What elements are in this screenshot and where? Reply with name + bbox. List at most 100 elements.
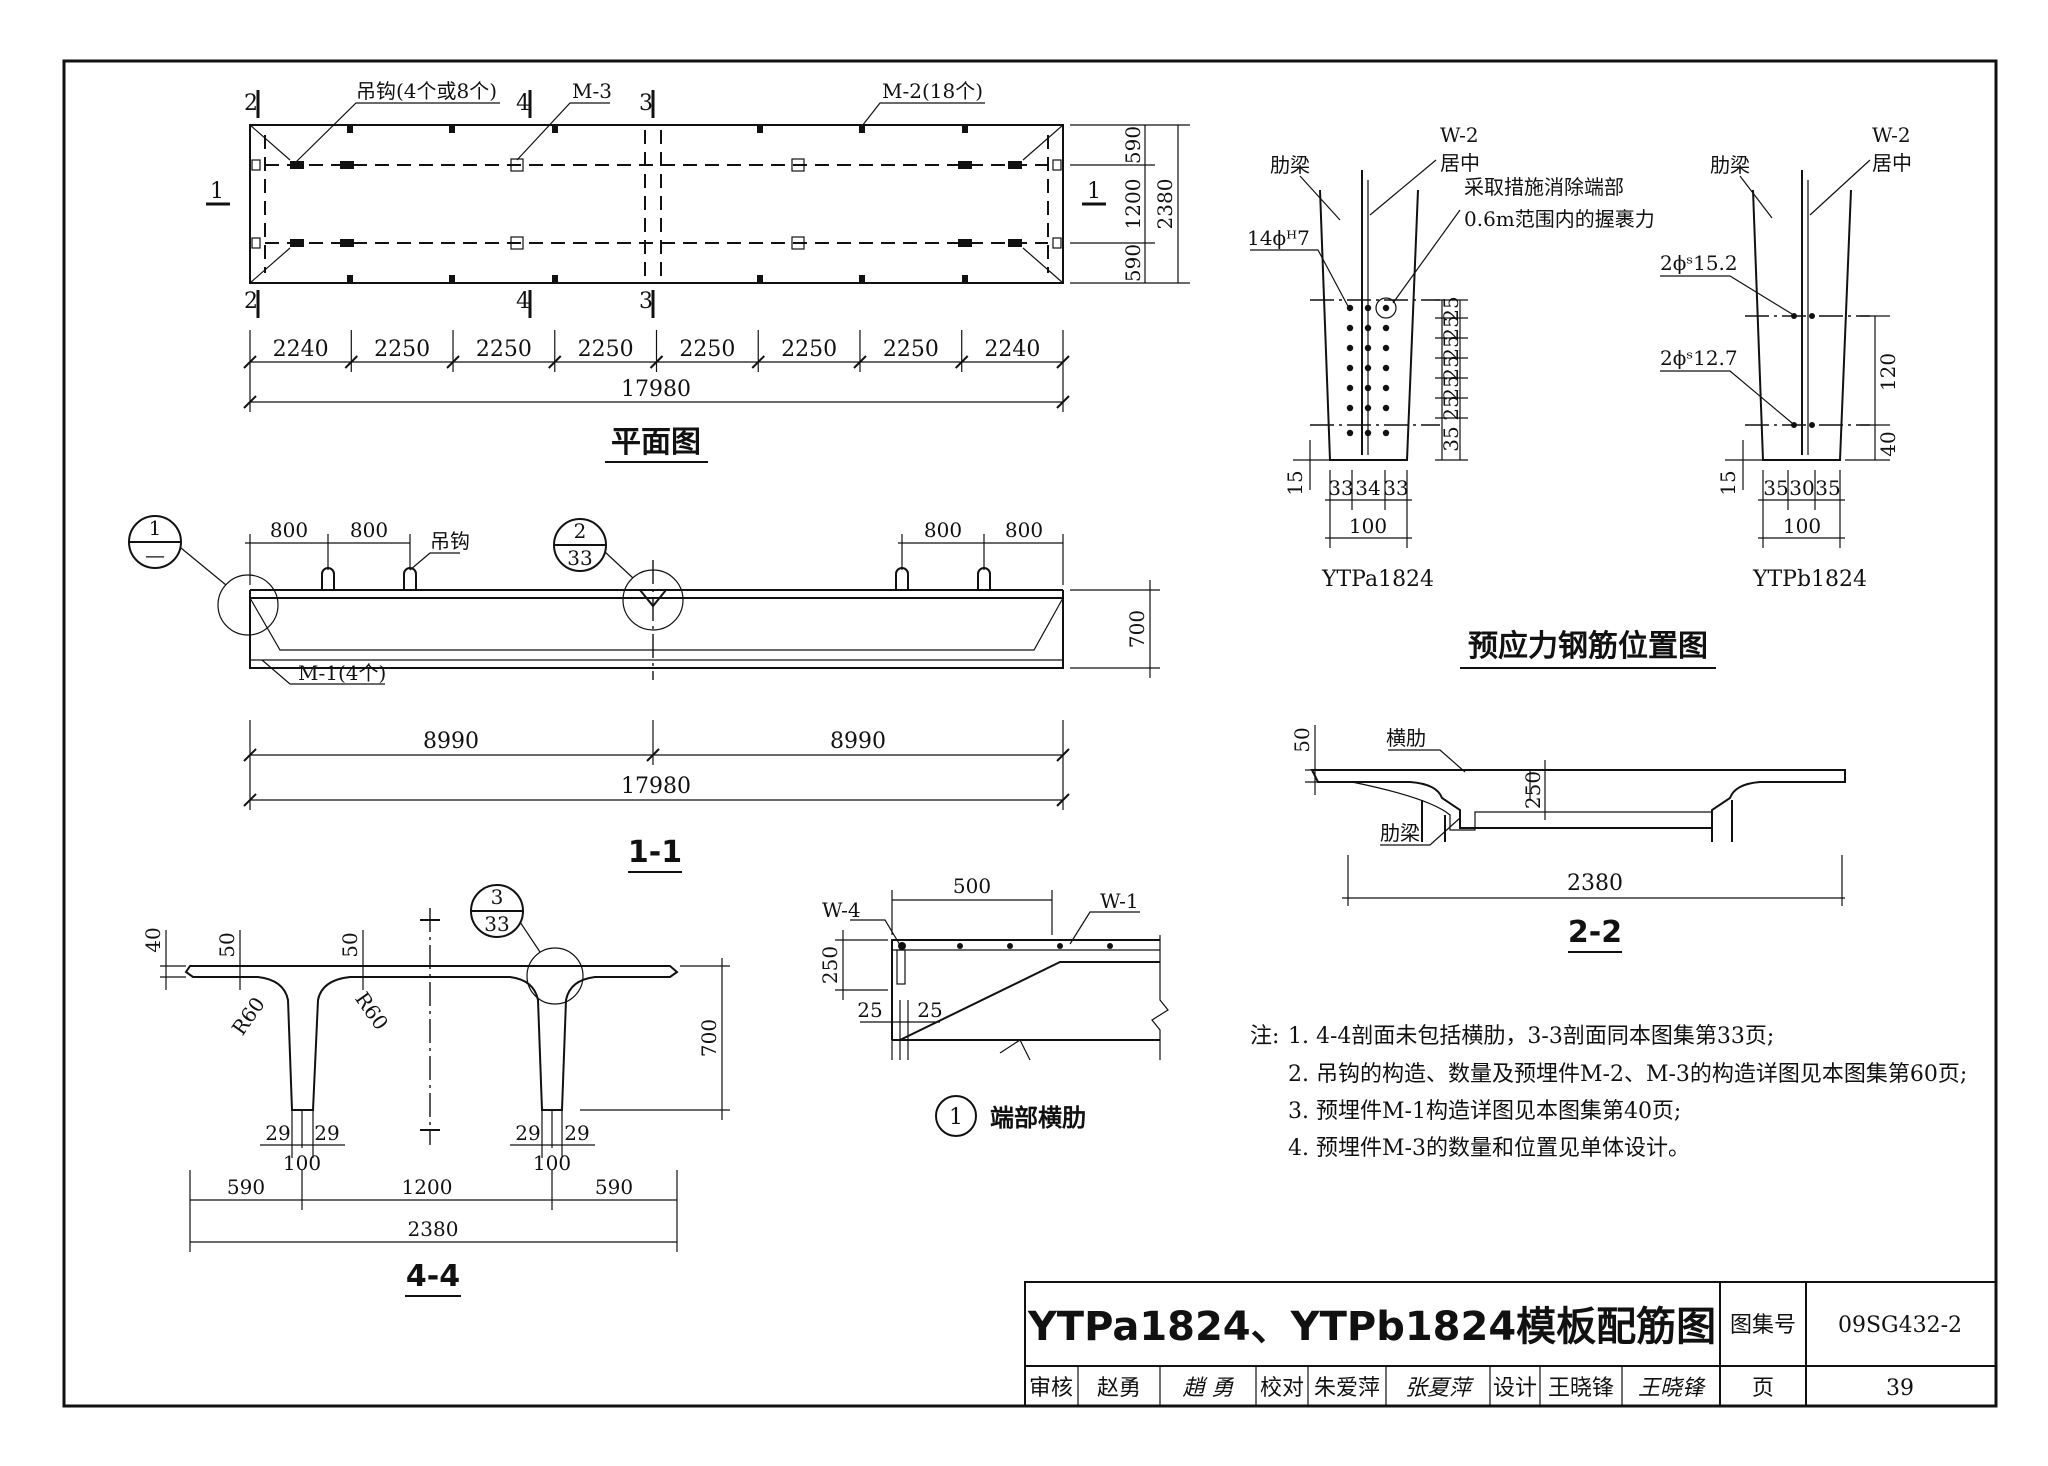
svg-text:2: 2 bbox=[244, 289, 258, 314]
plan-dim-3: 2250 bbox=[476, 337, 532, 362]
prestress-title: 预应力钢筋位置图 bbox=[1468, 629, 1708, 664]
svg-text:800: 800 bbox=[350, 518, 388, 542]
svg-text:33: 33 bbox=[484, 912, 509, 936]
page-number: 39 bbox=[1886, 1376, 1914, 1401]
svg-text:35: 35 bbox=[1763, 476, 1788, 500]
note-4: 4. 预埋件M-3的数量和位置见单体设计。 bbox=[1288, 1136, 1690, 1161]
reviewer-signature: 趙 勇 bbox=[1183, 1376, 1235, 1401]
svg-text:35: 35 bbox=[1815, 476, 1840, 500]
plan-view: 2 2 4 4 3 3 1 1 吊钩(4个或8个) M-3 M-2(18个) 2… bbox=[206, 79, 1190, 463]
svg-text:W-4: W-4 bbox=[822, 898, 861, 922]
title-block: YTPa1824、YTPb1824模板配筋图 图集号 09SG432-2 审核 … bbox=[1024, 1281, 1997, 1407]
svg-text:590: 590 bbox=[1121, 244, 1145, 282]
plan-dim-8: 2240 bbox=[984, 337, 1040, 362]
svg-text:800: 800 bbox=[270, 518, 308, 542]
drawing-title: YTPa1824、YTPb1824模板配筋图 bbox=[1027, 1304, 1716, 1350]
svg-text:赵勇: 赵勇 bbox=[1097, 1376, 1141, 1401]
svg-text:1: 1 bbox=[949, 1105, 963, 1130]
ytpa-vdim-3: 25 bbox=[1439, 335, 1463, 360]
ytpa-vdim-6: 25 bbox=[1439, 395, 1463, 420]
plan-dim-7: 2250 bbox=[883, 337, 939, 362]
svg-text:3: 3 bbox=[491, 885, 504, 909]
svg-text:2ϕˢ12.7: 2ϕˢ12.7 bbox=[1660, 346, 1738, 370]
svg-text:1: 1 bbox=[1087, 179, 1101, 204]
svg-text:朱爱萍: 朱爱萍 bbox=[1314, 1376, 1380, 1401]
plan-dim-2: 2250 bbox=[374, 337, 430, 362]
svg-text:M-1(4个): M-1(4个) bbox=[298, 661, 386, 685]
svg-text:横肋: 横肋 bbox=[1386, 726, 1426, 750]
svg-text:采取措施消除端部: 采取措施消除端部 bbox=[1464, 175, 1624, 199]
svg-text:8990: 8990 bbox=[830, 729, 886, 754]
prestress-ytpb1824: 肋梁 W-2 居中 2ϕˢ15.2 2ϕˢ12.7 120 40 15 35 3… bbox=[1460, 123, 1912, 669]
svg-text:8990: 8990 bbox=[423, 729, 479, 754]
svg-text:王晓锋: 王晓锋 bbox=[1548, 1376, 1614, 1401]
svg-text:14ϕᴴ7: 14ϕᴴ7 bbox=[1247, 226, 1310, 250]
svg-text:590: 590 bbox=[595, 1175, 633, 1199]
prestress-ytpa1824: 肋梁 W-2 居中 14ϕᴴ7 采取措施消除端部 0.6m范围内的握裹力 252… bbox=[1247, 123, 1655, 592]
svg-text:590: 590 bbox=[1121, 126, 1145, 164]
plan-dim-5: 2250 bbox=[679, 337, 735, 362]
svg-text:1200: 1200 bbox=[402, 1175, 453, 1199]
plan-dim-4: 2250 bbox=[578, 337, 634, 362]
svg-text:2380: 2380 bbox=[408, 1217, 459, 1241]
svg-text:R60: R60 bbox=[227, 993, 270, 1040]
svg-text:100: 100 bbox=[1783, 514, 1821, 538]
svg-text:M-2(18个): M-2(18个) bbox=[882, 79, 983, 103]
svg-text:17980: 17980 bbox=[621, 774, 691, 799]
svg-text:M-3: M-3 bbox=[572, 79, 612, 103]
svg-text:29: 29 bbox=[515, 1121, 540, 1145]
svg-text:1: 1 bbox=[149, 516, 162, 540]
note-3: 3. 预埋件M-1构造详图见本图集第40页; bbox=[1288, 1099, 1681, 1124]
ytpa-vdim-5: 25 bbox=[1439, 375, 1463, 400]
svg-text:34: 34 bbox=[1355, 476, 1380, 500]
svg-text:29: 29 bbox=[314, 1121, 339, 1145]
svg-text:800: 800 bbox=[1005, 518, 1043, 542]
svg-text:500: 500 bbox=[953, 874, 991, 898]
ytpb1824-label: YTPb1824 bbox=[1752, 567, 1867, 592]
svg-text:50: 50 bbox=[1290, 727, 1314, 752]
section-2-2-title: 2-2 bbox=[1568, 915, 1622, 950]
svg-text:W-1: W-1 bbox=[1100, 889, 1139, 913]
svg-text:15: 15 bbox=[1716, 470, 1740, 495]
svg-text:1200: 1200 bbox=[1121, 179, 1145, 230]
svg-text:50: 50 bbox=[215, 932, 239, 957]
ytpa-vdim-1: 25 bbox=[1439, 296, 1463, 321]
elevation-title: 1-1 bbox=[628, 835, 682, 870]
svg-text:33: 33 bbox=[1383, 476, 1408, 500]
svg-text:吊钩: 吊钩 bbox=[430, 529, 470, 553]
section-4-4-title: 4-4 bbox=[406, 1259, 460, 1294]
svg-text:700: 700 bbox=[1125, 610, 1149, 648]
section-4-4: 3 33 40 50 50 R60 R60 700 29 29 100 29 2… bbox=[141, 884, 730, 1297]
svg-text:肋梁: 肋梁 bbox=[1270, 153, 1310, 177]
plan-dim-6: 2250 bbox=[781, 337, 837, 362]
ytpa1824-label: YTPa1824 bbox=[1321, 567, 1434, 592]
ytpa-vdim-7: 35 bbox=[1439, 426, 1463, 451]
svg-text:4: 4 bbox=[516, 289, 530, 314]
svg-text:校对: 校对 bbox=[1260, 1376, 1304, 1401]
svg-text:2ϕˢ15.2: 2ϕˢ15.2 bbox=[1660, 251, 1738, 275]
svg-text:590: 590 bbox=[227, 1175, 265, 1199]
atlas-number: 09SG432-2 bbox=[1838, 1313, 1962, 1338]
ytpa-vdim-4: 25 bbox=[1439, 355, 1463, 380]
hook-label: 吊钩(4个或8个) bbox=[356, 79, 497, 103]
plan-dim-1: 2240 bbox=[273, 337, 329, 362]
svg-text:0.6m范围内的握裹力: 0.6m范围内的握裹力 bbox=[1464, 207, 1655, 231]
plan-total-dim: 17980 bbox=[621, 377, 691, 402]
svg-text:3: 3 bbox=[639, 289, 653, 314]
svg-text:肋梁: 肋梁 bbox=[1710, 153, 1750, 177]
svg-text:居中: 居中 bbox=[1872, 151, 1912, 175]
elevation-1-1: 800 800 800 800 吊钩 1 — 2 33 M-1(4个) 700 bbox=[128, 515, 1160, 873]
svg-text:40: 40 bbox=[1876, 431, 1900, 456]
plan-title: 平面图 bbox=[611, 425, 701, 460]
end-rib-title: 端部横肋 bbox=[990, 1104, 1086, 1132]
svg-text:审核: 审核 bbox=[1029, 1376, 1073, 1401]
svg-text:2380: 2380 bbox=[1567, 871, 1623, 896]
note-2: 2. 吊钩的构造、数量及预埋件M-2、M-3的构造详图见本图集第60页; bbox=[1288, 1062, 1967, 1087]
svg-text:800: 800 bbox=[924, 518, 962, 542]
svg-text:页: 页 bbox=[1752, 1376, 1774, 1401]
svg-text:250: 250 bbox=[818, 946, 842, 984]
svg-text:33: 33 bbox=[1328, 476, 1353, 500]
svg-text:设计: 设计 bbox=[1493, 1376, 1537, 1401]
svg-text:4: 4 bbox=[516, 91, 530, 116]
